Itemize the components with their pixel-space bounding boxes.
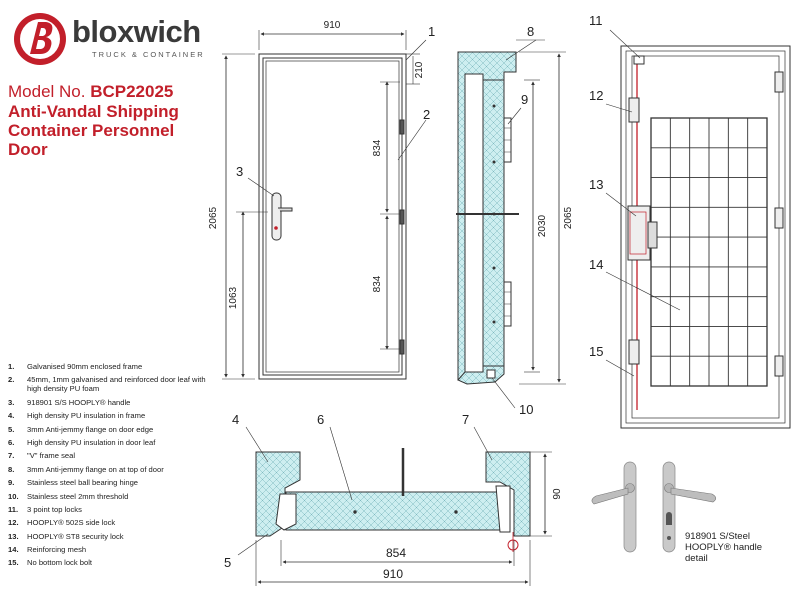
plan-labels: 90 854 910 4 6 7 5 xyxy=(224,412,563,581)
dim-front-width: 910 xyxy=(324,20,341,31)
rear-callouts: 11 12 13 14 15 xyxy=(589,13,603,359)
legend-item-text: HOOPLY® ST8 security lock xyxy=(27,531,124,541)
callout-14: 14 xyxy=(589,257,603,272)
dim-side-inner-height: 2030 xyxy=(537,214,548,237)
side-section xyxy=(456,39,566,409)
callout-10: 10 xyxy=(519,402,533,417)
legend-item-number: 9. xyxy=(8,478,15,488)
callout-15: 15 xyxy=(589,344,603,359)
product-description: Anti-Vandal Shipping Container Personnel… xyxy=(8,102,179,159)
legend-item-text: Stainless steel ball bearing hinge xyxy=(27,478,139,488)
callout-2: 2 xyxy=(423,107,430,122)
callout-5: 5 xyxy=(224,555,231,570)
legend-item: 14. Reinforcing mesh xyxy=(8,545,213,554)
front-dim-labels: 910 2065 1063 834 834 210 1 2 3 xyxy=(208,20,435,309)
handle-detail-illustration xyxy=(591,461,717,553)
handle-caption-line-1: 918901 S/Steel xyxy=(685,531,750,542)
legend-item-text: Reinforcing mesh xyxy=(27,545,87,555)
callout-8: 8 xyxy=(527,24,534,39)
legend-item-text: No bottom lock bolt xyxy=(27,558,92,568)
legend-item: 5. 3mm Anti-jemmy flange on door edge xyxy=(8,425,213,434)
dim-section-outer-width: 910 xyxy=(383,567,403,581)
legend-item-number: 5. xyxy=(8,424,15,434)
legend-item-number: 10. xyxy=(8,491,19,501)
legend-item: 15. No bottom lock bolt xyxy=(8,558,213,567)
legend-item-number: 13. xyxy=(8,531,19,541)
legend-item: 10. Stainless steel 2mm threshold xyxy=(8,492,213,501)
handle-caption-line-3: detail xyxy=(685,553,708,564)
legend-item: 2. 45mm, 1mm galvanised and reinforced do… xyxy=(8,375,213,393)
dim-section-inner-width: 854 xyxy=(386,546,406,560)
legend-item-text: 3mm Anti-jemmy flange on door edge xyxy=(27,424,154,434)
rear-elevation xyxy=(605,29,791,429)
callout-3: 3 xyxy=(236,164,243,179)
dim-top-offset: 210 xyxy=(414,61,425,78)
legend-item: 8. 3mm Anti-jemmy flange on at top of doo… xyxy=(8,465,213,474)
legend-item-text: "V" frame seal xyxy=(27,451,76,461)
brand-name: bloxwich xyxy=(72,14,201,49)
legend-item-text: 45mm, 1mm galvanised and reinforced door… xyxy=(27,375,206,394)
legend-item-number: 7. xyxy=(8,451,15,461)
dim-side-outer-height: 2065 xyxy=(563,206,574,229)
legend-item-number: 8. xyxy=(8,464,15,474)
legend-item: 13. HOOPLY® ST8 security lock xyxy=(8,532,213,541)
legend-item: 3. 918901 S/S HOOPLY® handle xyxy=(8,398,213,407)
bloxwich-logo-icon xyxy=(14,13,66,65)
legend-item-number: 11. xyxy=(8,504,19,514)
legend-item-text: High density PU insulation in door leaf xyxy=(27,437,156,447)
legend-item-text: Stainless steel 2mm threshold xyxy=(27,491,129,501)
parts-legend: 1. Galvanised 90mm enclosed frame 2. 45mm, … xyxy=(8,362,213,572)
callout-9: 9 xyxy=(521,92,528,107)
dim-handle-height: 1063 xyxy=(228,286,239,309)
callout-1: 1 xyxy=(428,24,435,39)
legend-item: 9. Stainless steel ball bearing hinge xyxy=(8,478,213,487)
legend-item-text: 3mm Anti-jemmy flange on at top of door xyxy=(27,464,164,474)
legend-item-text: Galvanised 90mm enclosed frame xyxy=(27,362,143,371)
callout-11: 11 xyxy=(589,13,603,28)
model-label: Model No. xyxy=(8,82,91,101)
callout-12: 12 xyxy=(589,88,603,103)
side-dim-labels: 2030 2065 8 9 10 xyxy=(519,24,574,417)
legend-item-number: 14. xyxy=(8,545,19,555)
legend-item: 6. High density PU insulation in door lea… xyxy=(8,438,213,447)
legend-item-number: 6. xyxy=(8,437,15,447)
legend-item-number: 15. xyxy=(8,558,19,568)
legend-item-number: 12. xyxy=(8,518,19,528)
product-title: Model No. BCP22025 Anti-Vandal Shipping … xyxy=(8,82,208,159)
front-elevation xyxy=(222,30,427,380)
brand-logo xyxy=(8,10,218,68)
brand-tagline: TRUCK & CONTAINER xyxy=(92,50,205,59)
legend-item: 7. "V" frame seal xyxy=(8,451,213,460)
dim-hinge-lower: 834 xyxy=(372,275,383,292)
dim-front-height: 2065 xyxy=(208,206,219,229)
legend-item-text: High density PU insulation in frame xyxy=(27,411,146,421)
legend-item-number: 4. xyxy=(8,411,15,421)
dim-hinge-upper: 834 xyxy=(372,139,383,156)
plan-section xyxy=(237,426,552,586)
legend-item: 11. 3 point top locks xyxy=(8,505,213,514)
callout-13: 13 xyxy=(589,177,603,192)
model-number: BCP22025 xyxy=(90,82,174,101)
handle-caption-line-2: HOOPLY® handle xyxy=(685,542,763,553)
dim-section-depth: 90 xyxy=(552,488,563,500)
callout-7: 7 xyxy=(462,412,469,427)
handle-caption: 918901 S/Steel HOOPLY® handle detail xyxy=(685,531,762,564)
legend-item-number: 3. xyxy=(8,397,15,407)
legend-item-text: 3 point top locks xyxy=(27,504,82,514)
legend-item-text: HOOPLY® 502S side lock xyxy=(27,518,116,528)
legend-item: 4. High density PU insulation in frame xyxy=(8,411,213,420)
callout-4: 4 xyxy=(232,412,239,427)
legend-item: 1. Galvanised 90mm enclosed frame xyxy=(8,362,213,371)
legend-item-text: 918901 S/S HOOPLY® handle xyxy=(27,397,131,407)
legend-item-number: 2. xyxy=(8,375,15,385)
callout-6: 6 xyxy=(317,412,324,427)
legend-item-number: 1. xyxy=(8,362,15,371)
legend-item: 12. HOOPLY® 502S side lock xyxy=(8,518,213,527)
